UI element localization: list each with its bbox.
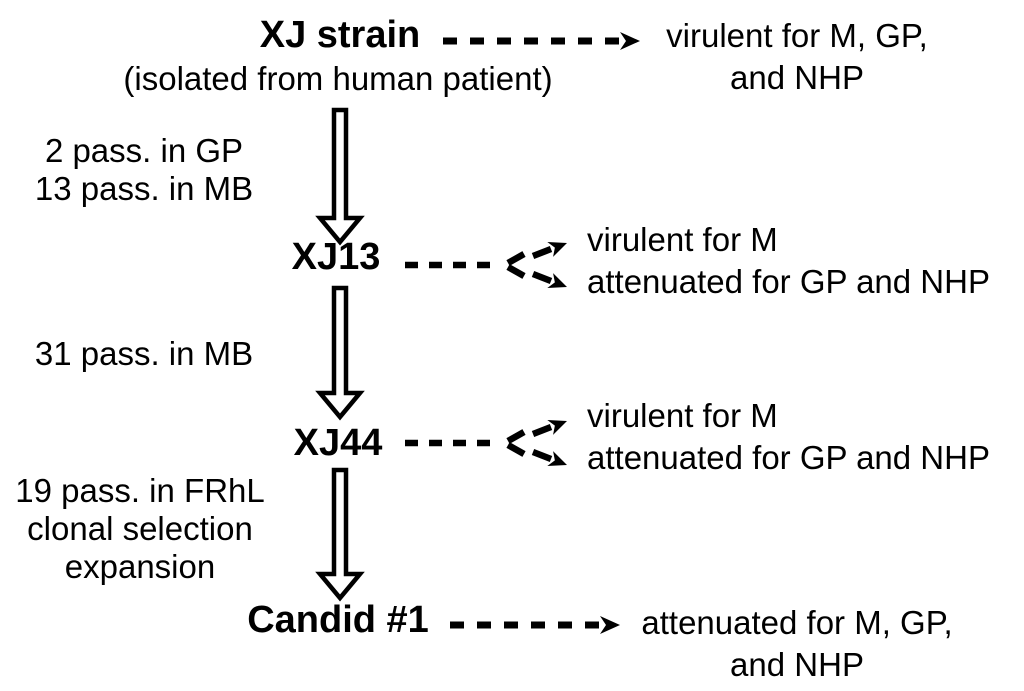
passage-step3-line1: 19 pass. in FRhL [15, 472, 265, 509]
fork-chevron-icon-xj44-upper [506, 429, 526, 444]
node-candid1: Candid #1 [247, 599, 429, 641]
arrowhead-icon-xj13-upper [547, 241, 567, 257]
outcome-xj44-line2: attenuated for GP and NHP [587, 439, 990, 476]
passage-step1-line2: 13 pass. in MB [34, 170, 254, 207]
passage-step2-line1: 31 pass. in MB [34, 335, 254, 372]
passage-label-step1: 2 pass. in GP 13 pass. in MB [19, 132, 269, 208]
passage-step3-line2: clonal selection [27, 510, 253, 547]
fork-chevron-icon-xj13-lower [506, 264, 526, 279]
down-arrow-icon-xj13-to-xj44 [315, 285, 365, 421]
branch-shaft-xj13-lower [531, 270, 553, 285]
outcome-xj13: virulent for M attenuated for GP and NHP [587, 219, 1024, 303]
passage-step3-line3: expansion [64, 548, 216, 585]
branch-shaft-xj44-upper [531, 423, 553, 438]
down-arrow-icon-xj-strain-to-xj13 [315, 107, 365, 246]
arrowhead-icon-xj44-upper [547, 419, 567, 435]
branch-shaft-xj44-lower [531, 448, 553, 463]
arrowhead-icon-xj13-lower [547, 273, 567, 289]
node-xj-strain-sublabel: (isolated from human patient) [123, 60, 553, 97]
arrowhead-icon-xj-strain-outcome [620, 32, 640, 50]
fork-chevron-icon-xj13-upper [506, 251, 526, 266]
outcome-candid1-line2: and NHP [730, 646, 864, 683]
outcome-xj-strain-line1: virulent for M, GP, [666, 17, 928, 54]
outcome-xj44: virulent for M attenuated for GP and NHP [587, 395, 1024, 479]
outcome-xj-strain: virulent for M, GP, and NHP [647, 15, 947, 99]
outcome-candid1: attenuated for M, GP, and NHP [627, 602, 967, 686]
outcome-xj13-line2: attenuated for GP and NHP [587, 263, 990, 300]
outcome-xj44-line1: virulent for M [587, 397, 778, 434]
passage-label-step2: 31 pass. in MB [19, 335, 269, 373]
outcome-candid1-line1: attenuated for M, GP, [641, 604, 953, 641]
node-xj13: XJ13 [291, 236, 381, 278]
node-xj-strain: XJ strain [259, 14, 421, 56]
node-xj44: XJ44 [293, 422, 383, 464]
arrowhead-icon-xj44-lower [547, 451, 567, 467]
fork-chevron-icon-xj44-lower [506, 442, 526, 457]
passage-label-step3: 19 pass. in FRhL clonal selection expans… [5, 472, 275, 586]
outcome-xj13-line1: virulent for M [587, 221, 778, 258]
passage-step1-line1: 2 pass. in GP [44, 132, 244, 169]
down-arrow-icon-xj44-to-candid1 [315, 467, 365, 602]
branch-shaft-xj13-upper [531, 245, 553, 260]
outcome-xj-strain-line2: and NHP [730, 59, 864, 96]
arrowhead-icon-candid1-outcome [600, 616, 620, 634]
